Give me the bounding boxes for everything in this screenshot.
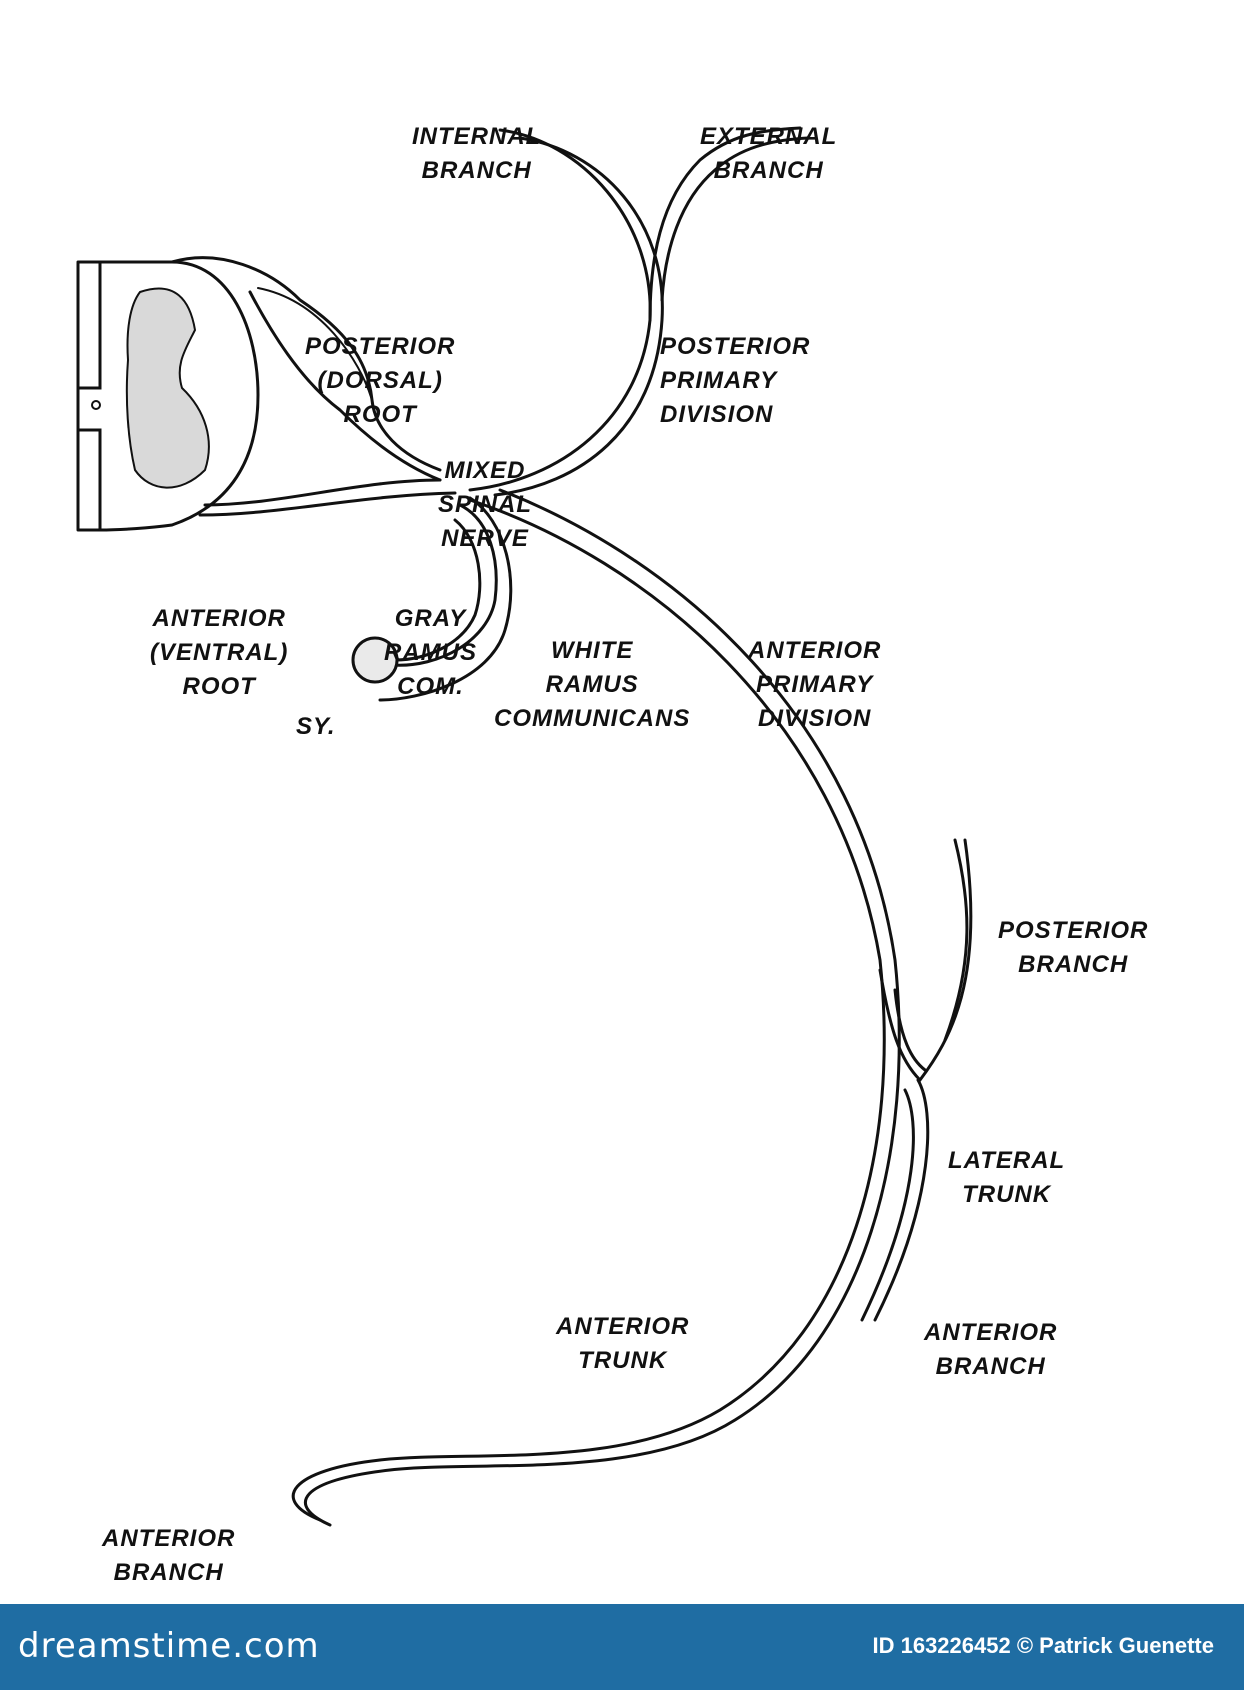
posterior-root-ganglion [170, 256, 442, 482]
anterior-primary-division [291, 488, 901, 1527]
spinal-cord-section [76, 260, 260, 532]
anterior-root-label: ANTERIOR(VENTRAL)ROOT [150, 605, 289, 700]
posterior-primary-division [468, 126, 810, 497]
stock-footer-bar: dreamstime.com ID 163226452 © Patrick Gu… [0, 1604, 1244, 1690]
anterior-root [198, 478, 457, 517]
sympathetic-ganglion-label: SY. [296, 713, 336, 740]
posterior-root-label: POSTERIOR(DORSAL)ROOT [305, 333, 456, 428]
rami-communicantes [351, 496, 513, 702]
image-credit: ID 163226452 © Patrick Guenette [872, 1633, 1214, 1658]
brand-logo-text: dreamstime.com [18, 1626, 320, 1666]
lateral-trunk [860, 838, 973, 1322]
